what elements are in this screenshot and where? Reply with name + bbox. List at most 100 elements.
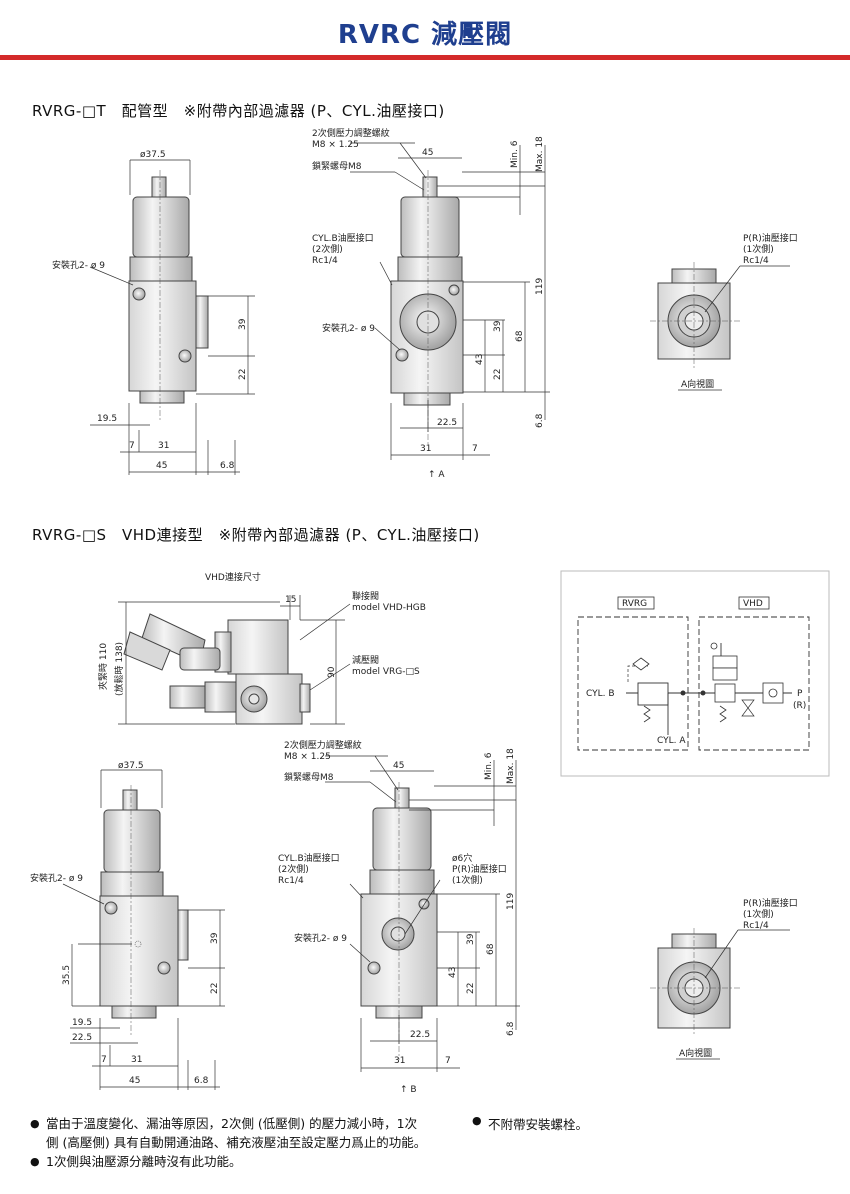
s1-front-mount-label: 安裝孔2- ø 9 <box>322 322 375 334</box>
s2-side-dim-39: 39 <box>210 932 220 944</box>
s2-aview-pr-3: Rc1/4 <box>743 921 769 931</box>
s1-a-view <box>650 262 790 391</box>
s2-vhd-title: VHD連接尺寸 <box>205 571 261 583</box>
s1-side-cylinder <box>132 196 190 258</box>
s2-front-cylb-2: (2次側) <box>278 863 309 875</box>
s2-vhd-conn-1: 聯接閥 <box>352 590 379 602</box>
note-3-text: 不附帶安裝螺栓。 <box>488 1117 589 1132</box>
s2-side-dim-31: 31 <box>131 1055 142 1065</box>
s1-front-cylb-2: (2次側) <box>312 243 343 255</box>
s2-circuit <box>560 570 830 777</box>
s1-front-view <box>350 142 550 460</box>
s1-aview-pr-3: Rc1/4 <box>743 256 769 266</box>
s2-side-dim-225: 22.5 <box>72 1033 92 1043</box>
note-3: 不附帶安裝螺栓。 <box>472 1114 588 1133</box>
s1-side-nut <box>129 256 193 282</box>
s2-circuit-cylb: CYL. B <box>586 689 615 699</box>
s2-front-dim-68: 68 <box>486 943 496 955</box>
notes: 當由于溫度變化、漏油等原因，2次側 (低壓側) 的壓力減小時，1次 側 (高壓側… <box>30 1114 426 1171</box>
s1-side-dim-39: 39 <box>238 318 248 330</box>
s2-front-dim-68b: 6.8 <box>506 1021 516 1036</box>
s2-aview-caption: A向視圖 <box>679 1047 712 1059</box>
s1-aview-caption: A向視圖 <box>681 378 714 390</box>
s2-side-dim-dia: ø37.5 <box>118 761 144 771</box>
s2-circuit-rvrg: RVRG <box>622 599 647 609</box>
s1-side-dim-dia: ø37.5 <box>140 150 166 160</box>
note-1-line-1: 當由于溫度變化、漏油等原因，2次側 (低壓側) 的壓力減小時，1次 <box>46 1116 418 1131</box>
s1-front-dim-45: 45 <box>422 148 433 158</box>
s2-side-dim-68: 6.8 <box>194 1076 209 1086</box>
s2-front-view <box>325 755 520 1072</box>
s1-front-dim-68: 68 <box>515 330 525 342</box>
s2-vhd-conn-2: model VHD-HGB <box>352 603 426 613</box>
s1-side-dim-7: 7 <box>129 441 135 451</box>
s2-front-min6: Min. 6 <box>484 752 494 780</box>
section2-heading: RVRG-□S VHD連接型 ※附帶內部過濾器 (P、CYL.油壓接口) <box>32 526 480 544</box>
s2-front-m8-label: M8 × 1.25 <box>284 752 331 762</box>
s1-side-dim-31: 31 <box>158 441 169 451</box>
s2-vhd-dim-15: 15 <box>285 595 296 605</box>
s2-circuit-r: (R) <box>793 701 806 711</box>
s2-vhd-clamp-1: 夾緊時 110 <box>98 643 109 690</box>
s2-circuit-vhd: VHD <box>743 599 763 609</box>
s1-front-dim-31: 31 <box>420 444 431 454</box>
s2-vhd-dim-90: 90 <box>327 666 337 678</box>
s2-vhd-assembly <box>118 595 351 725</box>
s2-aview-pr-1: P(R)油壓接口 <box>743 897 798 909</box>
s1-side-mount-label: 安裝孔2- ø 9 <box>52 259 105 271</box>
note-2-text: 1次側與油壓源分離時沒有此功能。 <box>46 1154 242 1169</box>
s2-front-cylb-1: CYL.B油壓接口 <box>278 852 340 864</box>
s1-front-cylb-3: Rc1/4 <box>312 256 338 266</box>
s1-front-cylb-1: CYL.B油壓接口 <box>312 232 374 244</box>
s2-front-dim-22: 22 <box>466 983 476 994</box>
s2-front-dim-45: 45 <box>393 761 404 771</box>
s2-front-cylb-3: Rc1/4 <box>278 876 304 886</box>
s2-side-dim-195: 19.5 <box>72 1018 92 1028</box>
s2-front-dim-7: 7 <box>445 1056 451 1066</box>
s2-front-arrow-b: ↑ B <box>400 1085 417 1095</box>
s1-front-dim-39: 39 <box>493 320 503 332</box>
s1-side-port-boss <box>195 295 209 349</box>
s1-front-max18: Max. 18 <box>535 136 545 172</box>
s2-aview-pr-2: (1次側) <box>743 908 774 920</box>
s2-circuit-cyla: CYL. A <box>657 736 686 746</box>
s2-front-hole-3: (1次側) <box>452 874 483 886</box>
s2-front-lock-label: 鎖緊螺母M8 <box>284 771 334 783</box>
s1-side-stem <box>151 176 167 198</box>
s1-aview-pr-2: (1次側) <box>743 243 774 255</box>
s2-front-dim-43: 43 <box>448 967 458 978</box>
title-rule <box>0 55 850 60</box>
s1-front-adj-label: 2次側壓力調整螺紋 <box>312 127 390 139</box>
s1-side-dim-22: 22 <box>238 369 248 380</box>
s1-front-arrow-a: ↑ A <box>428 470 445 480</box>
section1-heading: RVRG-□T 配管型 ※附帶內部過濾器 (P、CYL.油壓接口) <box>32 102 445 120</box>
s2-side-mount-label: 安裝孔2- ø 9 <box>30 872 83 884</box>
s2-side-dim-45: 45 <box>129 1076 140 1086</box>
s2-a-view <box>650 928 790 1060</box>
s2-side-view <box>62 769 225 1090</box>
s2-side-dim-7: 7 <box>101 1055 107 1065</box>
note-2: 1次側與油壓源分離時沒有此功能。 <box>30 1152 426 1171</box>
s2-front-mount-label: 安裝孔2- ø 9 <box>294 932 347 944</box>
s2-front-dim-31: 31 <box>394 1056 405 1066</box>
s2-side-dim-22: 22 <box>210 983 220 994</box>
s2-front-dim-225: 22.5 <box>410 1030 430 1040</box>
s1-front-dim-22: 22 <box>493 369 503 380</box>
s1-front-dim-119: 119 <box>535 278 545 295</box>
note-1-line-2: 側 (高壓側) 具有自動開通油路、補充液壓油至設定壓力爲止的功能。 <box>46 1135 427 1150</box>
s2-front-dim-39: 39 <box>466 933 476 945</box>
s1-front-m8-label: M8 × 1.25 <box>312 140 359 150</box>
s1-front-dim-43: 43 <box>475 354 485 365</box>
s1-side-mount-hole <box>132 287 146 301</box>
s1-aview-pr-1: P(R)油壓接口 <box>743 232 798 244</box>
s2-front-dim-119: 119 <box>506 893 516 910</box>
s2-front-hole-1: ø6穴 <box>452 852 472 864</box>
s1-side-bottom <box>139 390 185 404</box>
s1-front-dim-225: 22.5 <box>437 418 457 428</box>
s2-vhd-red-1: 減壓閥 <box>352 654 379 666</box>
s1-side-dim-45: 45 <box>156 461 167 471</box>
s1-side-dim-68: 6.8 <box>220 461 235 471</box>
s1-front-dim-7: 7 <box>472 444 478 454</box>
s2-front-adj-label: 2次側壓力調整螺紋 <box>284 739 362 751</box>
